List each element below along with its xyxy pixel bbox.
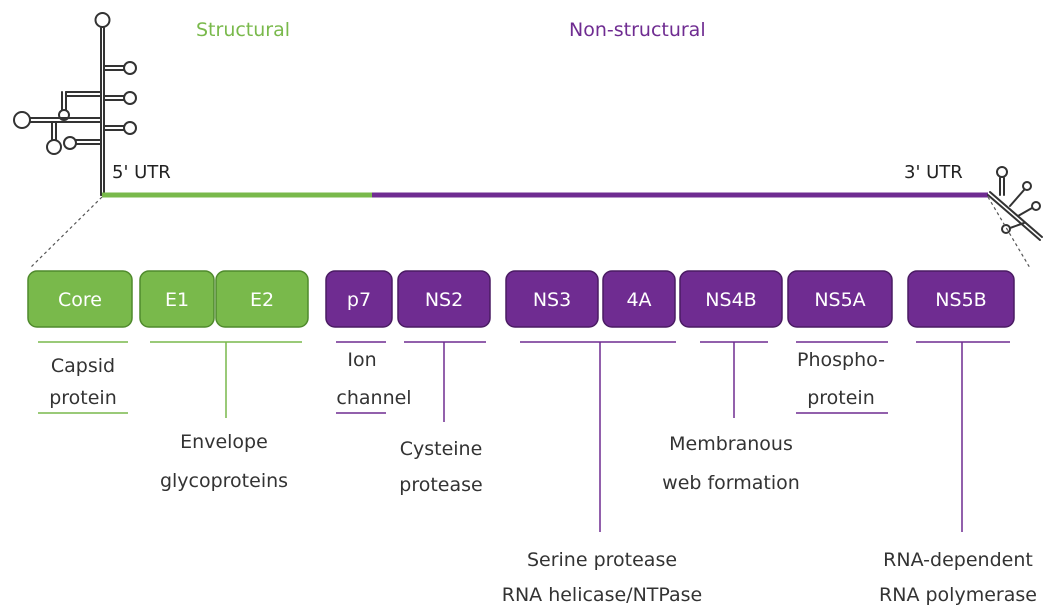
protein-e1-label: E1 [165,289,189,311]
protein-ns2: NS2 [397,270,491,328]
three-prime-utr-label: 3' UTR [904,162,963,183]
five-prime-utr-structure-icon [13,12,137,196]
protein-e2: E2 [215,270,309,328]
cysteine-label-line2: protease [399,474,482,496]
phospho-label-line2: protein [807,387,875,409]
protein-ns3: NS3 [505,270,599,328]
envelope-label-line2: glycoproteins [160,470,288,492]
capsid-label-line2: protein [49,387,117,409]
protein-ns4a-label: 4A [626,289,651,311]
cysteine-label-line1: Cysteine [400,438,483,460]
protein-p7: p7 [325,270,393,328]
protein-ns2-label: NS2 [425,289,463,311]
phospho-label-line1: Phospho- [797,349,885,371]
protein-ns3-label: NS3 [533,289,571,311]
rdrp-label-line2: RNA polymerase [879,584,1037,606]
protein-e1: E1 [139,270,215,328]
left-dashed-guide [29,196,103,269]
protein-ns5a-label: NS5A [814,289,865,311]
nonstructural-header: Non-structural [569,19,706,41]
protein-ns5b: NS5B [907,270,1015,328]
protein-core: Core [27,270,133,328]
protein-e2-label: E2 [250,289,274,311]
serine-label-line1: Serine protease [527,549,677,571]
membranous-label-line1: Membranous [669,433,793,455]
three-prime-utr-structure-icon [987,166,1043,241]
protein-p7-label: p7 [347,289,371,311]
protein-core-label: Core [58,289,102,311]
five-prime-utr-label: 5' UTR [112,162,171,183]
membranous-label-line2: web formation [662,472,800,494]
protein-ns4b-label: NS4B [705,289,756,311]
serine-label-line2: RNA helicase/NTPase [502,584,702,606]
envelope-label-line1: Envelope [180,431,268,453]
ion-label-line2: channel [336,387,411,409]
protein-ns5b-label: NS5B [935,289,986,311]
protein-ns4b: NS4B [679,270,783,328]
structural-header: Structural [196,19,290,41]
capsid-label-line1: Capsid [51,355,115,377]
protein-ns5a: NS5A [787,270,893,328]
ion-label-line1: Ion [347,349,376,371]
protein-ns4a: 4A [602,270,676,328]
right-dashed-guide [987,196,1031,269]
rdrp-label-line1: RNA-dependent [883,549,1033,571]
